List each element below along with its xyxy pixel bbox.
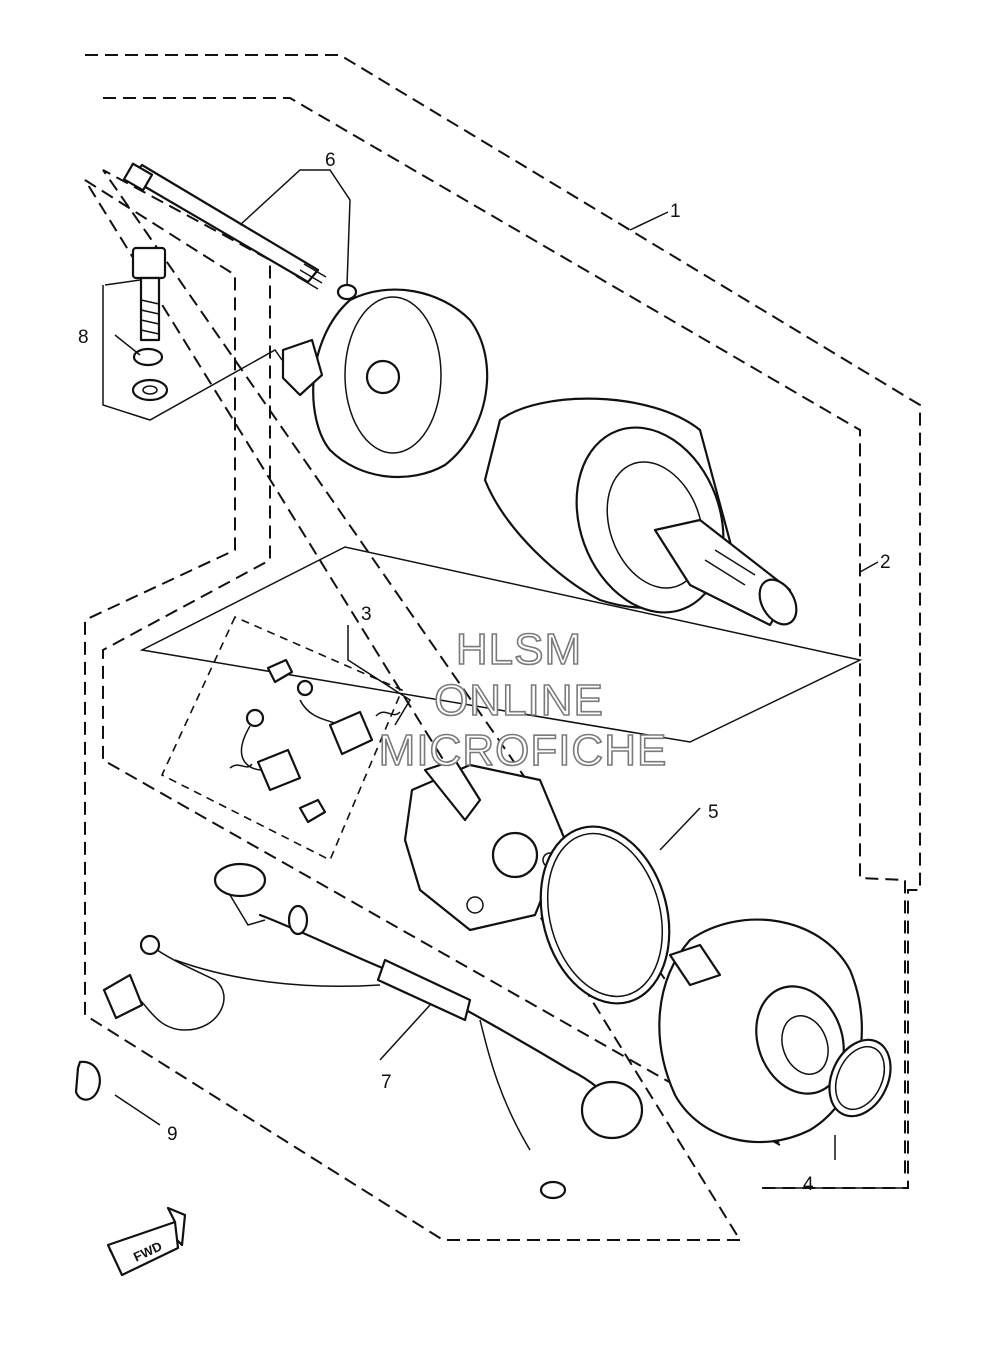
front-cover <box>281 288 489 479</box>
through-bolt <box>122 162 327 290</box>
assembly-outline-1 <box>84 54 921 1241</box>
watermark-line-3: MICROFICHE <box>379 726 668 775</box>
lead-wire <box>102 862 644 1200</box>
callout-5: 5 <box>708 802 719 823</box>
mounting-bolt <box>131 246 167 342</box>
assembly-outline-3 <box>160 615 404 862</box>
watermark-line-2: ONLINE <box>434 676 604 725</box>
yoke-armature <box>483 397 798 627</box>
brush-set <box>229 658 401 824</box>
callout-8: 8 <box>78 327 89 348</box>
callout-9: 9 <box>167 1124 178 1145</box>
watermark-line-1: HLSM <box>456 625 582 674</box>
bolt-washer <box>336 283 358 301</box>
lock-washer <box>132 347 164 367</box>
plain-washer <box>131 378 169 402</box>
assembly-outline-2 <box>102 97 906 1180</box>
brush-holder-group-outline <box>139 546 863 743</box>
callout-4: 4 <box>803 1174 814 1195</box>
rear-cover <box>658 918 863 1144</box>
callout-3: 3 <box>361 604 372 625</box>
o-ring-small <box>828 1038 892 1118</box>
callout-7: 7 <box>381 1072 392 1093</box>
forward-arrow-icon <box>106 1206 187 1277</box>
callout-2: 2 <box>880 552 891 573</box>
leader-lines <box>102 169 905 1189</box>
callout-1: 1 <box>670 201 681 222</box>
o-ring-large <box>539 825 671 1005</box>
wire-clip <box>74 1060 101 1101</box>
callout-6: 6 <box>325 150 336 171</box>
brush-holder <box>403 758 567 932</box>
